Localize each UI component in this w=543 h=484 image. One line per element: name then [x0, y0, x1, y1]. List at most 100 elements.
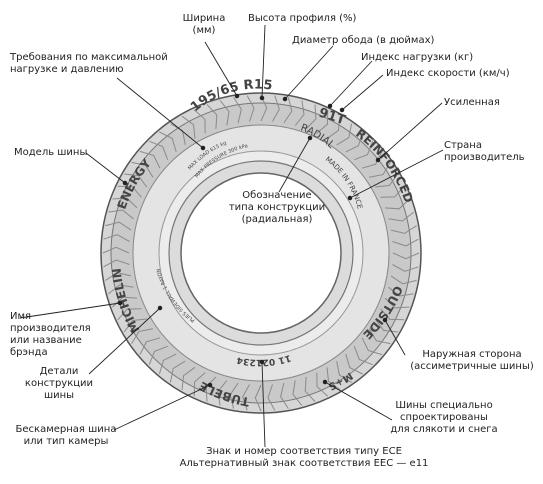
tread-block — [206, 104, 218, 130]
callout-manufacturer — [19, 302, 121, 319]
tread-block — [131, 328, 153, 344]
tread-block — [304, 376, 316, 402]
callout-construction — [88, 307, 161, 375]
callout-reinforced — [377, 102, 443, 161]
label-rim-diameter: Диаметр обода (в дюймах) — [292, 35, 435, 46]
label-construction: Детали конструкции шины — [24, 366, 94, 401]
tread-block — [384, 198, 410, 210]
tread-block — [316, 109, 329, 134]
tread-block — [139, 150, 161, 169]
tread-block — [139, 337, 161, 355]
tread-block — [390, 225, 417, 234]
label-ece-mark: Знак и номер соответствия типу ECE Альте… — [179, 446, 429, 469]
tread-block — [388, 211, 414, 222]
tread-block — [242, 384, 250, 411]
callout-maxload — [116, 77, 204, 149]
rim-hole — [180, 172, 342, 334]
callout-rim — [284, 45, 334, 100]
tread-block — [326, 116, 341, 140]
tread-block — [361, 151, 383, 169]
tread-block — [217, 380, 228, 406]
tread-block — [233, 97, 242, 124]
tread-block — [124, 173, 148, 188]
tread-block — [159, 131, 177, 153]
label-country: Страна производитель — [444, 140, 525, 163]
label-tubeless: Бескамерная шина или тип камеры — [15, 424, 117, 447]
tread-block — [390, 275, 417, 285]
label-load-index: Индекс нагрузки (кг) — [361, 52, 474, 63]
label-speed-index: Индекс скорости (км/ч) — [386, 68, 510, 79]
tread-block — [392, 238, 419, 247]
label-profile-height: Высота профиля (%) — [248, 13, 357, 24]
callout-model — [85, 152, 126, 184]
tread-block — [108, 209, 134, 220]
tread-block — [392, 264, 419, 272]
tread-block — [380, 185, 405, 198]
callout-lines — [19, 24, 444, 448]
callout-outer — [384, 319, 406, 356]
tread-block — [353, 346, 373, 366]
tread-block — [345, 131, 364, 153]
tread-block — [374, 318, 398, 333]
tread-block — [380, 308, 405, 321]
tread-block — [392, 252, 420, 260]
tread-block — [336, 361, 352, 383]
tread-block — [375, 173, 399, 188]
tread-block — [117, 308, 142, 321]
tread-block — [384, 297, 410, 309]
label-radial-designation: Обозначение типа конструкции (радиальная… — [228, 190, 326, 225]
tread-block — [105, 272, 132, 281]
callout-country — [349, 149, 444, 199]
tread-block — [316, 372, 329, 397]
callout-load — [329, 60, 373, 107]
tread-block — [105, 221, 132, 231]
callout-speed — [341, 74, 384, 111]
tread-block — [112, 197, 138, 209]
callout-profile — [261, 24, 266, 99]
tread-block — [254, 384, 262, 412]
tread-block — [193, 109, 206, 134]
callout-radial — [278, 137, 311, 193]
tread-block — [272, 95, 280, 122]
tread-block — [158, 353, 177, 375]
tread-block — [181, 115, 196, 139]
tread-block — [345, 353, 363, 375]
label-reinforced: Усиленная — [444, 97, 500, 108]
tread-block — [280, 382, 289, 409]
tread-block — [361, 337, 383, 356]
label-model: Модель шины — [14, 147, 88, 158]
tread-block — [149, 140, 169, 160]
tread-block — [326, 367, 341, 391]
tread-block — [103, 259, 130, 268]
tread-block — [294, 100, 305, 126]
label-outer-side: Наружная сторона (ассиметричные шины) — [410, 349, 534, 372]
tread-block — [283, 97, 293, 124]
tread-block — [229, 382, 239, 409]
callout-ece — [261, 361, 266, 448]
tread-block — [292, 380, 303, 406]
label-mud-snow: Шины специально спроектированы для сляко… — [390, 400, 498, 435]
tread-block — [388, 286, 414, 297]
label-manufacturer: Имя производителя или название брэнда — [10, 311, 91, 358]
tread-block — [117, 185, 142, 198]
label-width: Ширина (мм) — [182, 13, 226, 36]
tread-block — [103, 234, 130, 242]
tread-block — [102, 246, 130, 254]
callout-mud-snow — [324, 381, 393, 421]
tread-block — [181, 366, 196, 390]
tread-block — [193, 372, 206, 397]
label-max-load: Требования по максимальной нагрузке и да… — [10, 52, 168, 75]
tread-block — [246, 95, 255, 122]
tread-block — [219, 100, 230, 126]
tread-block — [148, 345, 168, 365]
tread-block — [123, 318, 147, 333]
tread-block — [368, 328, 391, 345]
callout-tubeless — [113, 384, 211, 431]
tread-block — [305, 104, 317, 130]
callout-width — [204, 41, 238, 97]
tread-pattern — [102, 94, 420, 412]
tread-block — [336, 123, 353, 146]
tread-block — [108, 284, 134, 295]
